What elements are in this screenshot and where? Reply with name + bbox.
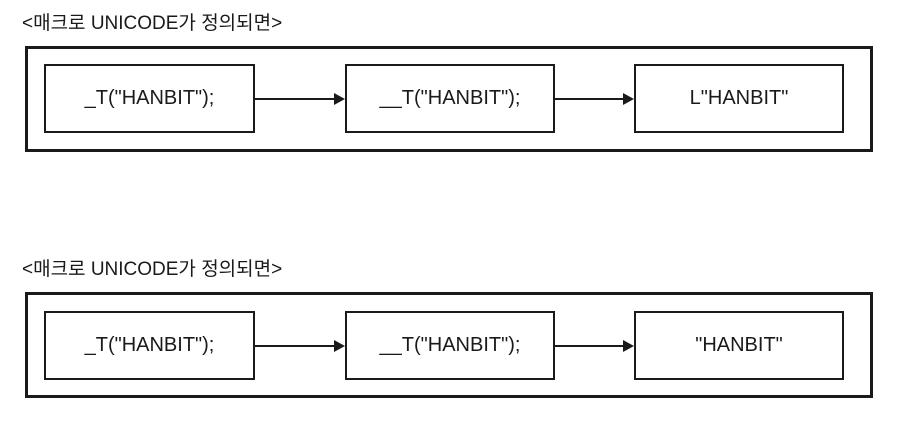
flow-arrow-icon — [555, 93, 634, 105]
code-box-label: "HANBIT" — [695, 334, 783, 356]
code-box-label: _T("HANBIT"); — [84, 87, 215, 109]
code-box: _T("HANBIT"); — [44, 311, 255, 380]
flow-arrow-icon — [255, 93, 345, 105]
code-box: _T("HANBIT"); — [44, 64, 255, 133]
code-box-label: L"HANBIT" — [689, 87, 789, 109]
code-box: __T("HANBIT"); — [345, 64, 555, 133]
flow-arrow-icon — [555, 340, 634, 352]
code-box: L"HANBIT" — [634, 64, 844, 133]
code-box-label: _T("HANBIT"); — [84, 334, 215, 356]
code-box: "HANBIT" — [634, 311, 844, 380]
code-box: __T("HANBIT"); — [345, 311, 555, 380]
code-box-label: __T("HANBIT"); — [379, 87, 521, 109]
flow-arrow-icon — [255, 340, 345, 352]
diagram-2-title: <매크로 UNICODE가 정의되면> — [22, 259, 283, 280]
code-box-label: __T("HANBIT"); — [379, 334, 521, 356]
diagram-1-title: <매크로 UNICODE가 정의되면> — [22, 13, 283, 34]
